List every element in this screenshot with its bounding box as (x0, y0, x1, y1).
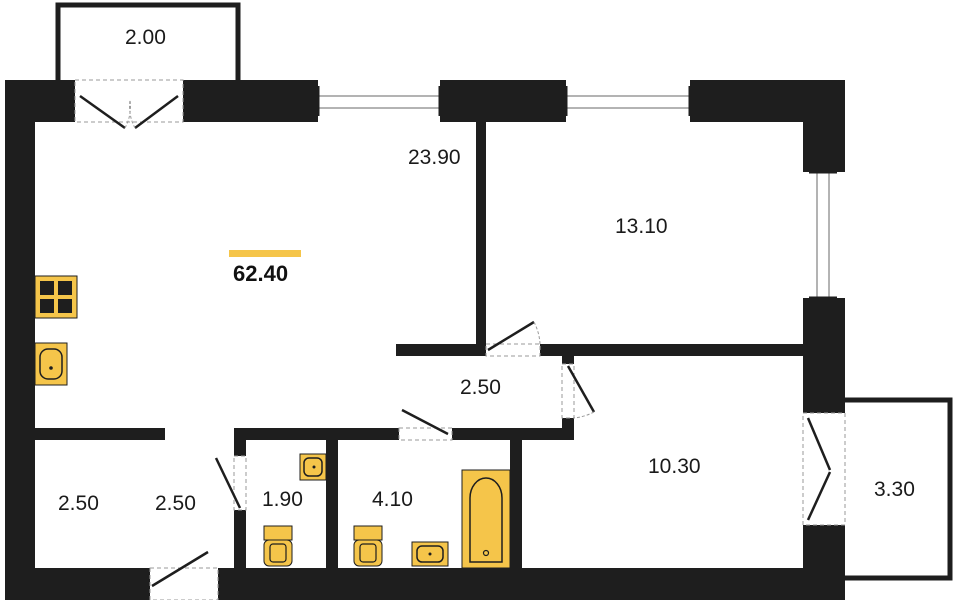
stove-icon (34, 275, 78, 319)
window-bedroom-right (816, 171, 830, 299)
room-area-bedroom-2: 10.30 (648, 455, 701, 478)
room-area-bedroom: 13.10 (615, 215, 668, 238)
window-frames (316, 86, 837, 300)
room-area-toilet: 1.90 (262, 488, 303, 511)
room-area-loggia-top: 2.00 (125, 26, 166, 49)
total-area-label: 62.40 (233, 261, 289, 286)
walls (5, 80, 845, 600)
toilet-icon (353, 525, 383, 567)
room-area-loggia-right: 3.30 (874, 478, 915, 501)
room-area-hall-inner: 2.50 (460, 376, 501, 399)
windows (317, 95, 830, 299)
bathtub-icon (461, 469, 511, 569)
loggia-right-outline (845, 397, 953, 581)
room-area-storage: 2.50 (58, 492, 99, 515)
kitchen-sink-icon (34, 342, 68, 386)
toilet-icon (263, 525, 293, 567)
window-living-top (317, 95, 441, 109)
door-swings (124, 99, 595, 419)
room-area-entrance-hall: 2.50 (155, 492, 196, 515)
wc-sink-icon (299, 453, 327, 481)
bathroom-sink-icon (411, 541, 449, 567)
loggia-top-outline (55, 2, 241, 80)
door-leaves (79, 94, 832, 588)
total-area-bar (229, 250, 301, 257)
door-openings (74, 79, 846, 600)
room-area-bathroom: 4.10 (372, 488, 413, 511)
window-bedroom-top (565, 95, 691, 109)
room-area-living-kitchen: 23.90 (408, 146, 461, 169)
